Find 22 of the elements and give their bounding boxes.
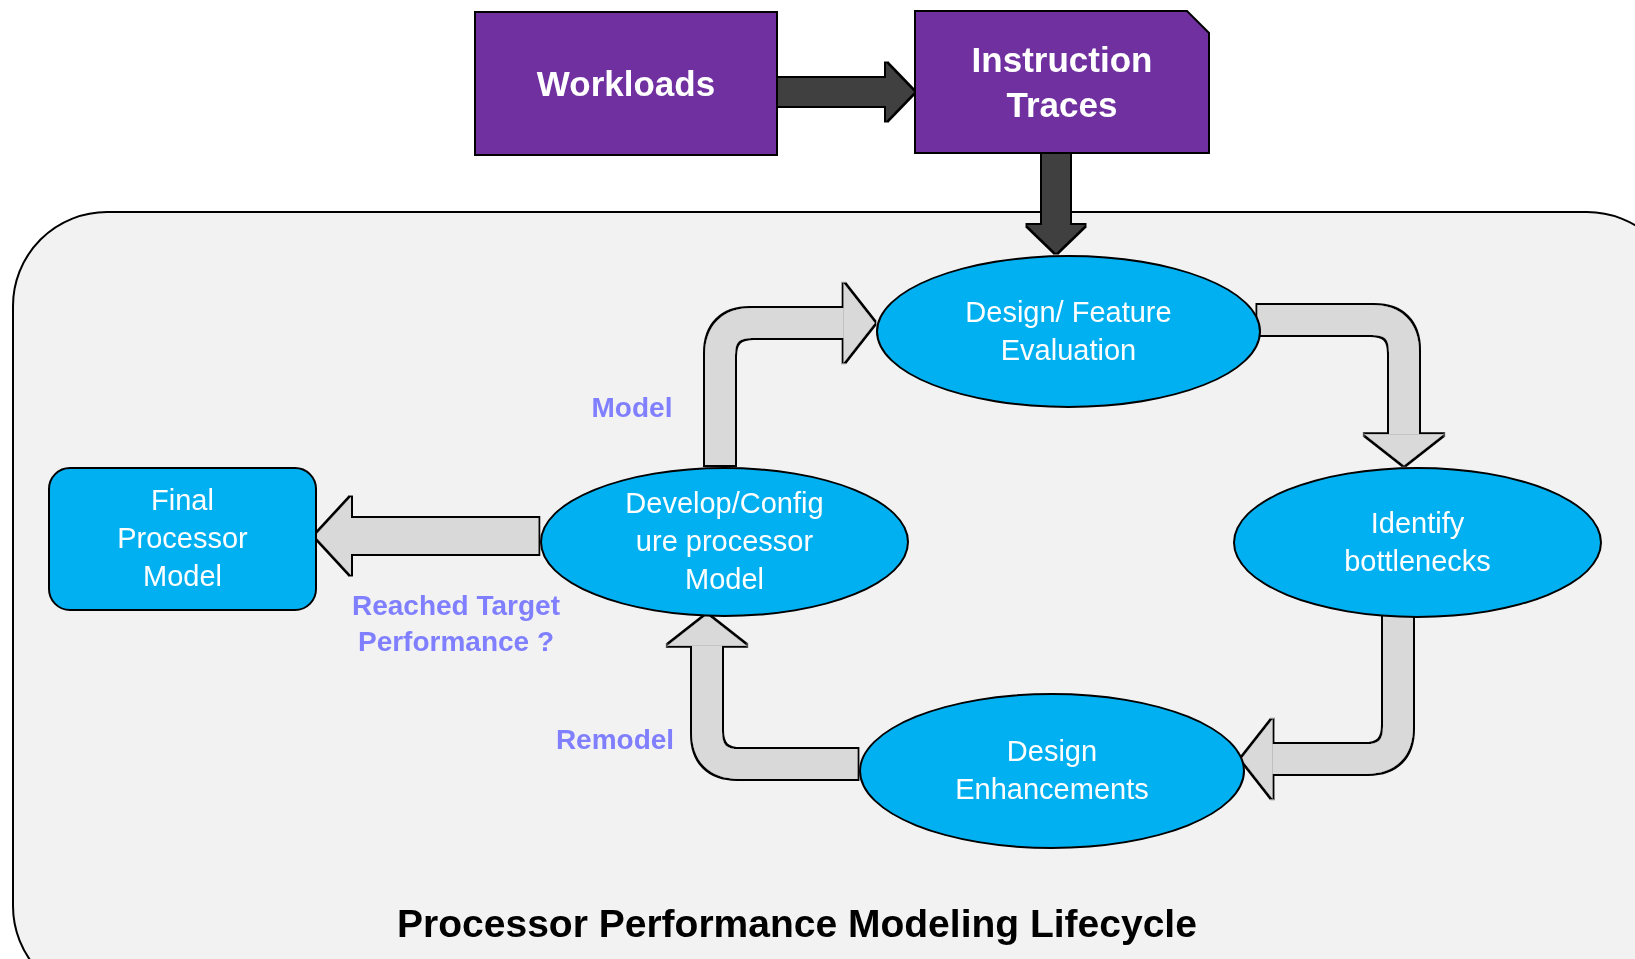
node-label: Identify bottlenecks	[1343, 505, 1492, 579]
node-label: Workloads	[536, 62, 716, 105]
process-box	[474, 11, 778, 156]
document-box	[914, 10, 1210, 154]
node-label: Design Enhancements	[954, 734, 1150, 807]
block-arrow	[1027, 154, 1085, 254]
block-arrow	[705, 283, 875, 465]
panel-title: Processor Performance Modeling Lifecycle	[397, 901, 1197, 947]
block-arrow	[667, 614, 858, 779]
block-arrow	[778, 63, 914, 121]
node-label: Final Processor Model	[116, 483, 249, 594]
node-label: Design/ Feature Evaluation	[964, 294, 1173, 368]
lifecycle-panel	[12, 211, 1635, 959]
block-arrow	[1241, 615, 1413, 799]
edge-label: Remodel	[555, 723, 675, 757]
edge-label: Reached Target Performance ?	[351, 589, 561, 660]
block-arrow	[1257, 305, 1444, 466]
edge-label: Model	[591, 391, 673, 425]
block-arrow	[315, 497, 539, 575]
process-box	[48, 467, 317, 611]
node-label: Instruction Traces	[970, 38, 1154, 126]
node-label: Develop/Config ure processor Model	[624, 486, 825, 597]
